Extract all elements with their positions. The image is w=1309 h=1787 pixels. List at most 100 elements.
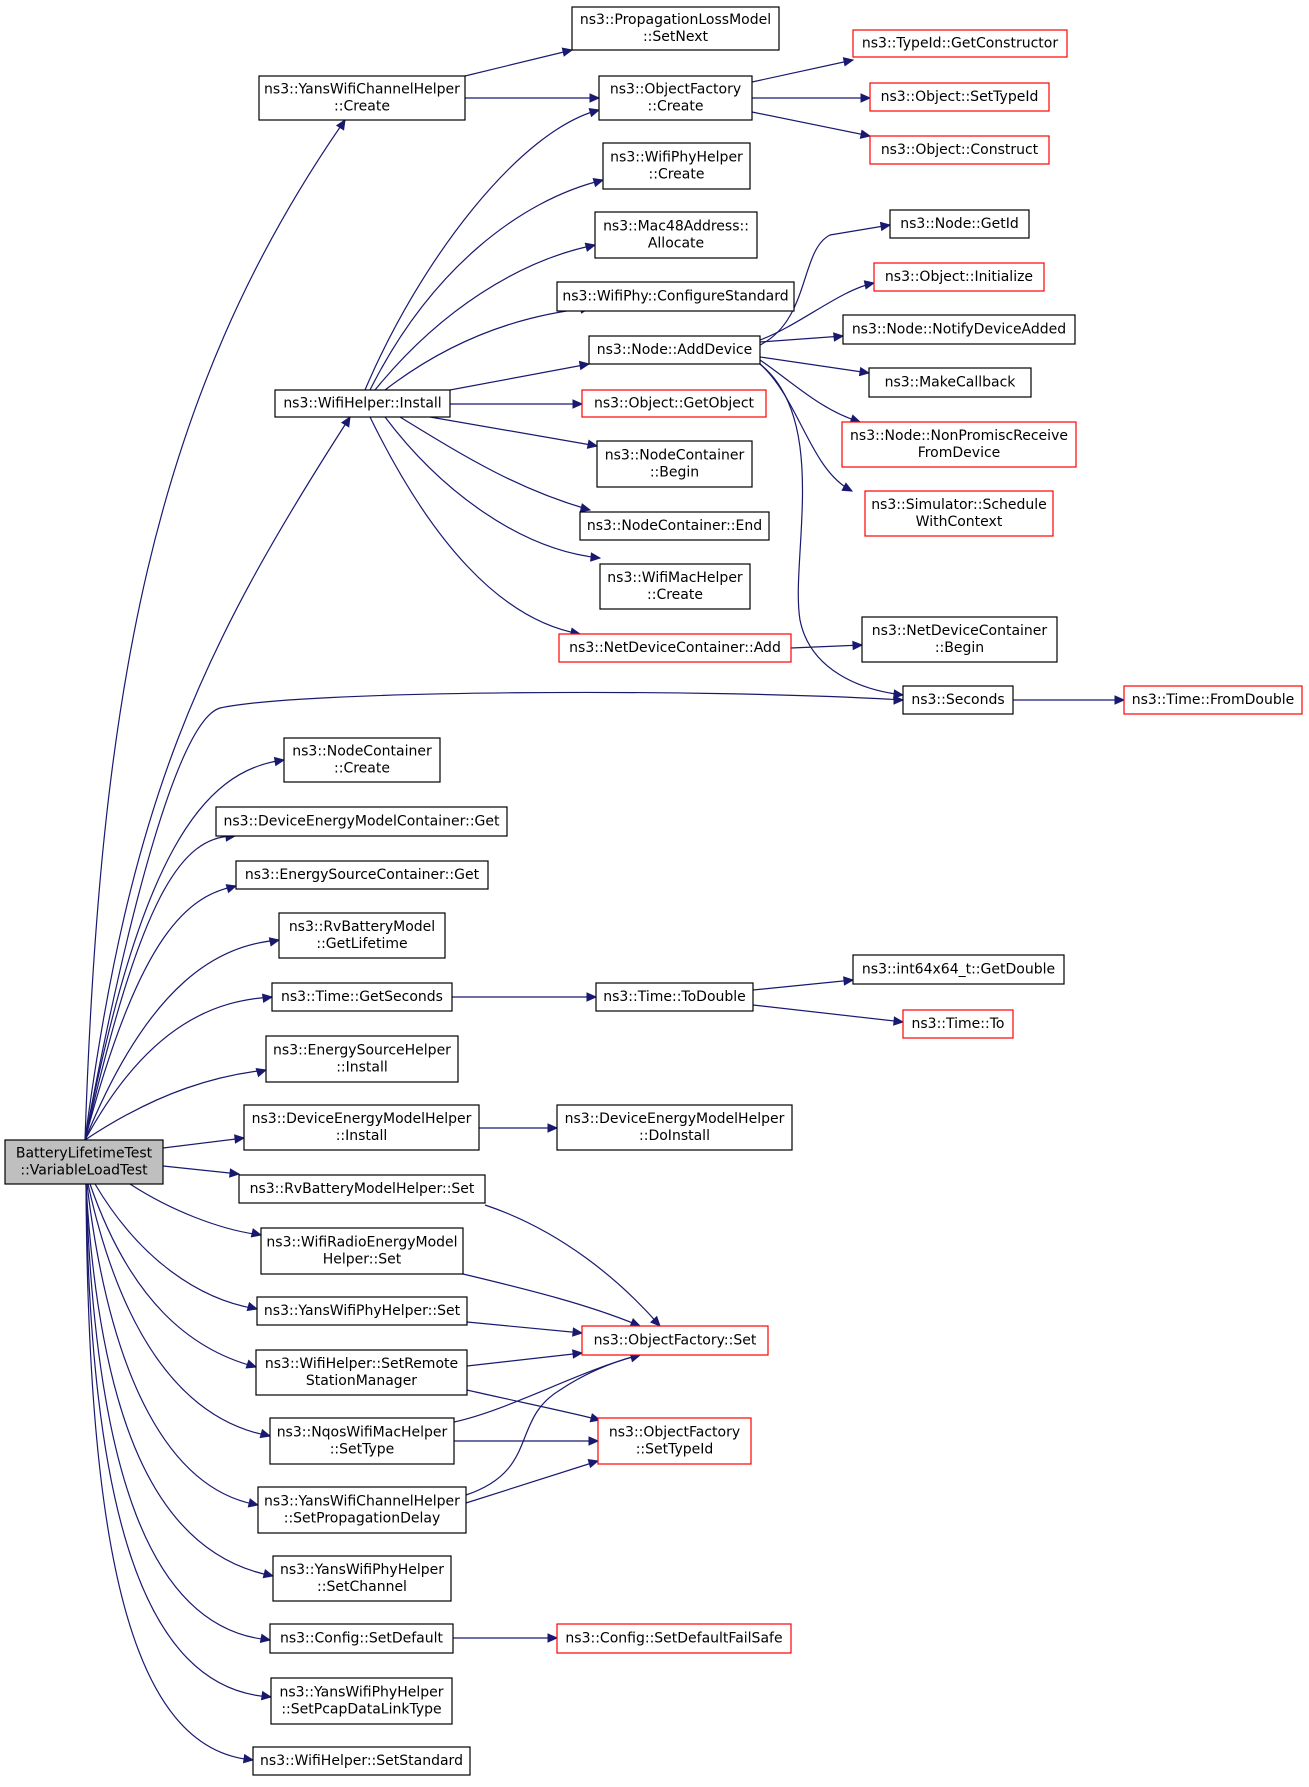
node-to-double[interactable]: ns3::Time::ToDouble: [595, 982, 754, 1012]
arrow-head: [225, 884, 238, 894]
edge-line: [86, 1183, 259, 1506]
node-of-set-type-id[interactable]: ns3::ObjectFactory::SetTypeId: [597, 1417, 752, 1465]
node-label: ns3::NodeContainer::End: [587, 518, 762, 534]
node-add-device[interactable]: ns3::Node::AddDevice: [588, 335, 761, 365]
node-node-get-id[interactable]: ns3::Node::GetId: [889, 209, 1030, 239]
edge-line: [94, 1183, 258, 1310]
node-label: ns3::YansWifiPhyHelper: [280, 1562, 444, 1578]
arrow-head: [843, 976, 855, 986]
edge-root-setchannel: [85, 1183, 275, 1579]
edge-root-eshinstall: [84, 1068, 268, 1141]
node-demh-install[interactable]: ns3::DeviceEnergyModelHelper::Install: [243, 1104, 480, 1151]
node-int64-get[interactable]: ns3::int64x64_t::GetDouble: [852, 954, 1065, 985]
arrow-head: [547, 1123, 559, 1133]
edge-line: [84, 759, 285, 1141]
node-nc-begin[interactable]: ns3::NodeContainer::Begin: [596, 440, 753, 488]
node-rv-set[interactable]: ns3::RvBatteryModelHelper::Set: [238, 1174, 486, 1204]
node-label: ns3::WifiMacHelper: [607, 570, 743, 586]
node-make-cb[interactable]: ns3::MakeCallback: [868, 367, 1032, 398]
arrow-head: [590, 552, 602, 562]
node-cfg-set-default[interactable]: ns3::Config::SetDefault: [269, 1623, 454, 1654]
node-label: ns3::TypeId::GetConstructor: [862, 36, 1058, 52]
node-from-double[interactable]: ns3::Time::FromDouble: [1123, 685, 1303, 715]
node-label: ns3::Seconds: [911, 692, 1004, 708]
node-wifi-install[interactable]: ns3::WifiHelper::Install: [274, 389, 451, 418]
node-demh-do-install[interactable]: ns3::DeviceEnergyModelHelper::DoInstall: [556, 1104, 793, 1151]
edge-root-demcget: [84, 832, 237, 1141]
node-of-create[interactable]: ns3::ObjectFactory::Create: [598, 75, 753, 121]
node-of-set[interactable]: ns3::ObjectFactory::Set: [581, 1325, 769, 1356]
edge-demhinstall-doinstall: [479, 1123, 559, 1133]
edge-root-getseconds: [84, 993, 274, 1141]
node-set-standard[interactable]: ns3::WifiHelper::SetStandard: [252, 1746, 471, 1776]
arrow-head: [833, 332, 845, 342]
edge-line: [84, 119, 346, 1141]
node-box: [1123, 685, 1303, 715]
node-notify-added[interactable]: ns3::Node::NotifyDeviceAdded: [842, 314, 1076, 345]
node-demc-get[interactable]: ns3::DeviceEnergyModelContainer::Get: [215, 806, 508, 837]
edge-wifiinstall-macalloc: [374, 242, 597, 391]
edge-line: [374, 244, 596, 391]
node-phy-create[interactable]: ns3::WifiPhyHelper::Create: [602, 142, 751, 190]
edge-adddevice-seconds: [759, 363, 905, 699]
node-yans-chan-create[interactable]: ns3::YansWifiChannelHelper::Create: [258, 75, 466, 121]
node-box: [602, 142, 751, 190]
arrow-head: [893, 689, 905, 699]
node-box: [579, 511, 770, 541]
edge-root-wifiinstall: [84, 415, 351, 1141]
node-label: ::Create: [649, 167, 705, 183]
edge-root-pcap: [85, 1183, 273, 1701]
edge-wifiinstall-ncbegin: [429, 416, 599, 449]
node-label: ns3::DeviceEnergyModelHelper: [565, 1111, 785, 1127]
node-box: [271, 982, 453, 1012]
node-get-object[interactable]: ns3::Object::GetObject: [581, 389, 767, 418]
node-nc-create[interactable]: ns3::NodeContainer::Create: [283, 737, 441, 783]
arrow-head: [584, 242, 597, 252]
node-construct[interactable]: ns3::Object::Construct: [869, 135, 1050, 165]
node-nqos-set-type[interactable]: ns3::NqosWifiMacHelper::SetType: [269, 1417, 455, 1465]
node-get-ctor[interactable]: ns3::TypeId::GetConstructor: [852, 29, 1068, 58]
node-time-to[interactable]: ns3::Time::To: [902, 1009, 1014, 1039]
arrow-head: [587, 1458, 600, 1469]
edge-line: [759, 363, 853, 492]
node-ndc-add[interactable]: ns3::NetDeviceContainer::Add: [558, 633, 792, 663]
node-root[interactable]: BatteryLifetimeTest::VariableLoadTest: [4, 1139, 164, 1185]
node-set-type-id[interactable]: ns3::Object::SetTypeId: [869, 82, 1050, 112]
arrow-head: [893, 695, 905, 705]
node-box: [258, 75, 466, 121]
node-fail-safe[interactable]: ns3::Config::SetDefaultFailSafe: [556, 1623, 792, 1654]
node-box: [889, 209, 1030, 239]
node-mac-alloc[interactable]: ns3::Mac48Address::Allocate: [594, 211, 758, 259]
node-prop-delay[interactable]: ns3::YansWifiChannelHelper::SetPropagati…: [257, 1486, 467, 1534]
node-get-seconds[interactable]: ns3::Time::GetSeconds: [271, 982, 453, 1012]
node-label: ns3::Time::GetSeconds: [281, 989, 443, 1005]
arrow-head: [340, 415, 351, 428]
node-ndc-begin[interactable]: ns3::NetDeviceContainer::Begin: [861, 616, 1058, 663]
node-mac-create[interactable]: ns3::WifiMacHelper::Create: [599, 563, 751, 610]
node-esc-get[interactable]: ns3::EnergySourceContainer::Get: [235, 860, 489, 890]
node-box: [594, 211, 758, 259]
edge-wifiinstall-ofcreate: [364, 108, 601, 391]
edge-line: [453, 1354, 641, 1423]
edge-line: [465, 1354, 641, 1496]
node-esh-install[interactable]: ns3::EnergySourceHelper::Install: [265, 1035, 459, 1083]
node-cfg-std[interactable]: ns3::WifiPhy::ConfigureStandard: [556, 281, 795, 312]
node-box: [588, 335, 761, 365]
node-seconds[interactable]: ns3::Seconds: [902, 685, 1014, 715]
edge-root-radioset: [129, 1183, 263, 1238]
edge-wifiinstall-getobject: [450, 399, 584, 409]
edge-root-escget: [84, 884, 238, 1141]
node-obj-init[interactable]: ns3::Object::Initialize: [873, 262, 1045, 292]
node-rv-lifetime[interactable]: ns3::RvBatteryModel::GetLifetime: [278, 912, 446, 959]
arrow-head: [893, 1016, 905, 1026]
edge-line: [462, 1273, 641, 1327]
node-pcap-type[interactable]: ns3::YansWifiPhyHelper::SetPcapDataLinkT…: [270, 1677, 453, 1725]
node-nc-end[interactable]: ns3::NodeContainer::End: [579, 511, 770, 541]
node-set-channel[interactable]: ns3::YansWifiPhyHelper::SetChannel: [272, 1555, 452, 1602]
node-yans-phy-set[interactable]: ns3::YansWifiPhyHelper::Set: [256, 1296, 468, 1326]
node-prop-next[interactable]: ns3::PropagationLossModel::SetNext: [571, 6, 780, 51]
